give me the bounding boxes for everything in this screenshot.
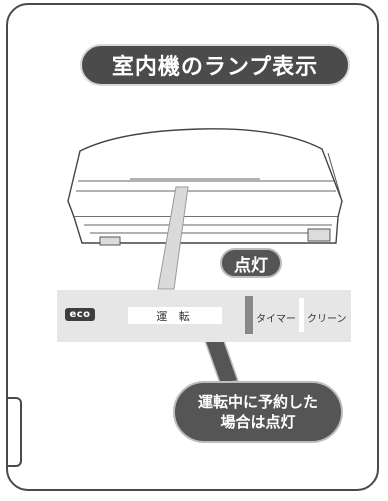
timer-lamp-indicator [245,296,253,334]
clean-lamp-indicator [299,298,304,332]
note-line-1: 運転中に予約した [197,393,318,411]
indoor-unit-illustration [67,128,343,246]
lamp-strip: eco 運 転 タイマー クリーン [57,290,351,342]
lit-callout: 点灯 [220,248,282,278]
callout-pointers [157,186,240,384]
clean-lamp-label: クリーン [307,314,347,325]
eco-lamp-label: eco [65,308,95,321]
note-line-2: 場合は点灯 [220,413,296,431]
lamp-display-card: 室内機のランプ表示 eco 運 転 タイマー クリーン 点灯 [6,3,379,491]
timer-lamp-label: タイマー [256,314,296,325]
page-title: 室内機のランプ表示 [80,44,350,86]
note-callout: 運転中に予約した 場合は点灯 [173,381,343,443]
side-tab [8,397,22,467]
operation-lamp-label: 運 転 [128,307,222,324]
